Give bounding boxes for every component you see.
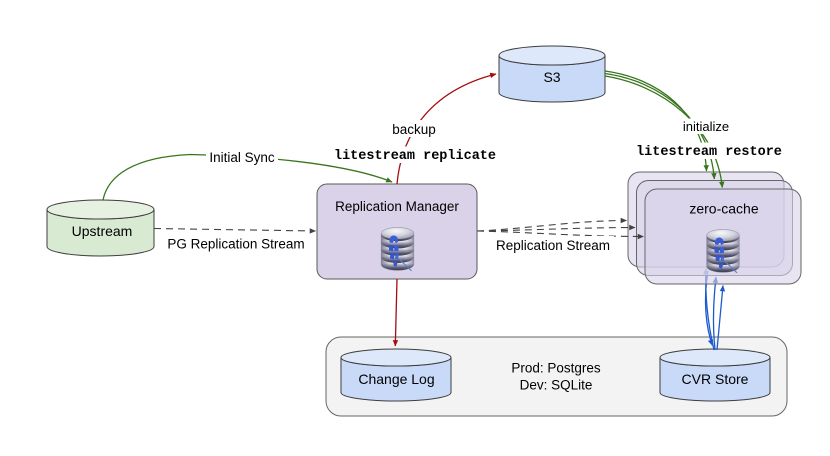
svg-text:backup: backup (392, 122, 436, 137)
svg-text:litestream replicate: litestream replicate (334, 149, 496, 164)
svg-text:Upstream: Upstream (72, 223, 133, 239)
svg-text:litestream restore: litestream restore (636, 145, 782, 160)
svg-text:zero-cache: zero-cache (689, 201, 758, 217)
svg-text:Initial Sync: Initial Sync (209, 150, 275, 165)
svg-text:Change Log: Change Log (358, 371, 434, 387)
svg-text:Prod: Postgres: Prod: Postgres (511, 361, 601, 376)
svg-text:PG Replication Stream: PG Replication Stream (167, 237, 304, 252)
svg-text:Replication Manager: Replication Manager (335, 199, 459, 214)
svg-text:initialize: initialize (683, 119, 729, 134)
svg-text:CVR Store: CVR Store (682, 371, 749, 387)
svg-text:Dev: SQLite: Dev: SQLite (520, 378, 593, 393)
svg-text:Replication Stream: Replication Stream (496, 238, 610, 253)
svg-text:S3: S3 (543, 69, 560, 85)
